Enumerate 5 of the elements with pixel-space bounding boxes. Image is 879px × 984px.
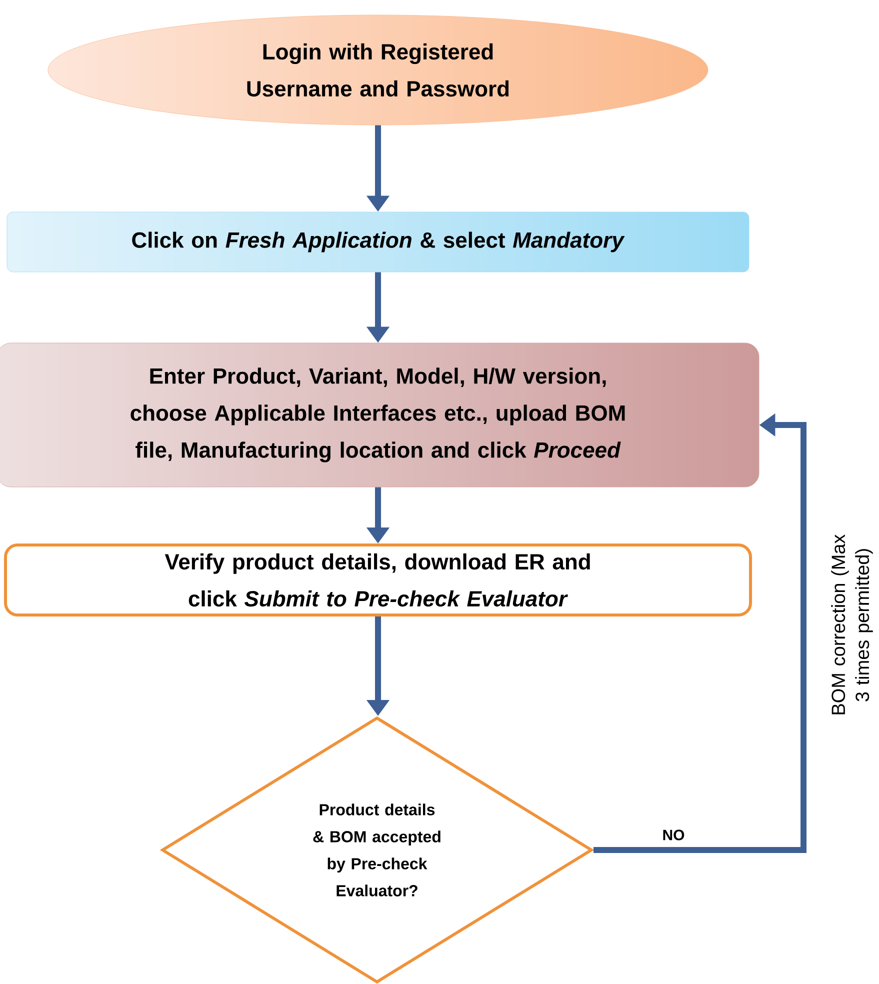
process-box: Enter Product, Variant, Model, H/W version, choose Applicable Interfaces etc., upload BOM file, Manufacturing location and click Proceed: [0, 342, 760, 488]
side-note: BOM correction (Max 3 times permitted): [831, 534, 873, 714]
process-box: Click on Fresh Application & select Mandatory: [6, 212, 750, 272]
process-box: Verify product details, download ER and click Submit to Pre-check Evaluator: [4, 544, 752, 616]
edge-label: NO: [660, 828, 687, 842]
